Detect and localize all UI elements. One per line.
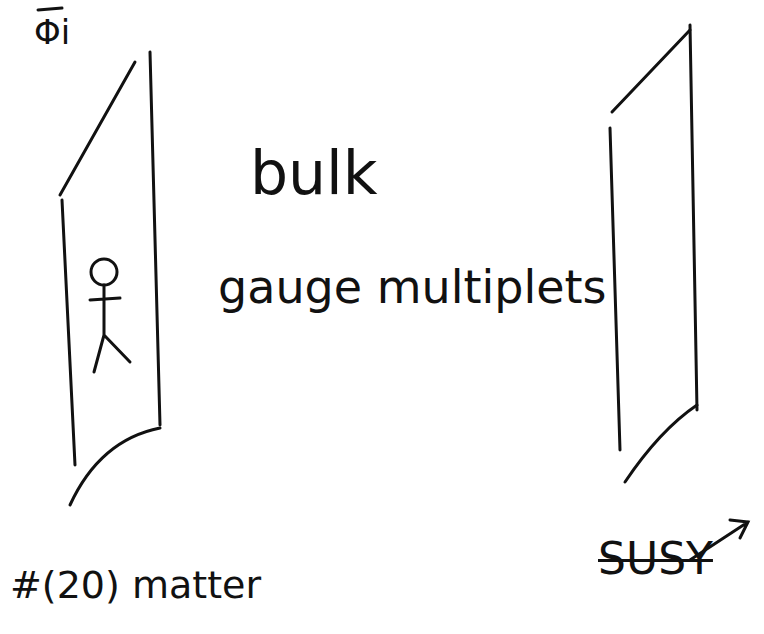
handwritten-label: Φi (34, 14, 70, 51)
brane-edge (150, 52, 160, 425)
stick-figure (91, 259, 117, 285)
brane-edge (60, 62, 135, 195)
handwritten-label: gauge multiplets (218, 262, 607, 313)
handwritten-label: bulk (250, 140, 378, 206)
stick-figure (90, 285, 130, 372)
brane-edge (612, 30, 690, 112)
brane-edge (610, 128, 620, 450)
overbar (38, 8, 62, 10)
brane-edge (62, 200, 75, 465)
brane-edge (70, 428, 160, 505)
brane-edge (690, 25, 697, 410)
handwritten-label: #(20) matter (10, 565, 261, 607)
struck-label: SUSY (598, 535, 713, 583)
brane-edge (625, 405, 697, 482)
